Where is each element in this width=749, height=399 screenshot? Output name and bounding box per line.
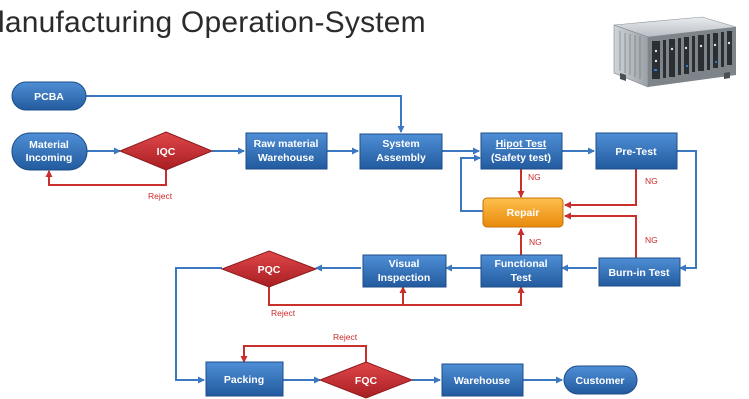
node-hipot-label-1: Hipot Test: [496, 138, 547, 150]
edge-pqc-reject: [268, 286, 525, 306]
node-burn-in-test: Burn-in Test: [598, 257, 681, 287]
node-visual-label-2: Inspection: [378, 272, 431, 284]
node-customer-label: Customer: [575, 375, 624, 387]
functional-ng-label: NG: [529, 237, 542, 247]
edge-repair-to-hipot: [460, 154, 483, 212]
node-material-incoming-label-1: Material: [29, 139, 69, 151]
node-packing: Packing: [205, 361, 284, 397]
pqc-reject-label: Reject: [271, 308, 296, 318]
edge-pretest-to-burnin: [677, 150, 697, 272]
node-system-assembly: System Assembly: [359, 133, 443, 170]
node-pqc: PQC: [220, 250, 318, 288]
node-material-incoming-label-2: Incoming: [26, 152, 73, 164]
node-visual-label-1: Visual: [389, 258, 420, 270]
node-functional-label-1: Functional: [494, 258, 547, 270]
edge-pqc-to-packing: [175, 267, 222, 384]
node-fqc-label: FQC: [355, 375, 378, 387]
node-pcba-label: PCBA: [34, 91, 64, 103]
node-material-incoming: Material Incoming: [11, 132, 88, 171]
edge-iqc-reject: [45, 170, 167, 186]
node-pqc-label: PQC: [258, 264, 281, 276]
node-functional-test: Functional Test: [480, 254, 563, 288]
node-fqc: FQC: [318, 361, 414, 399]
node-iqc: IQC: [118, 131, 214, 171]
node-iqc-label: IQC: [157, 146, 176, 158]
node-customer: Customer: [563, 365, 638, 395]
node-raw-material-label-1: Raw material: [254, 138, 319, 150]
edge-pcba-to-assembly: [86, 95, 405, 133]
edge-pretest-ng: [564, 169, 637, 209]
iqc-reject-label: Reject: [148, 191, 173, 201]
burnin-ng-label: NG: [645, 235, 658, 245]
node-warehouse-label: Warehouse: [454, 375, 510, 387]
node-burn-in-label: Burn-in Test: [608, 267, 670, 279]
node-functional-label-2: Test: [511, 272, 532, 284]
test-chassis-image: [613, 16, 737, 88]
pretest-ng-label: NG: [645, 176, 658, 186]
node-pre-test-label: Pre-Test: [615, 146, 657, 158]
node-system-assembly-label-1: System: [382, 138, 419, 150]
node-raw-material-warehouse: Raw material Warehouse: [245, 132, 328, 170]
node-pre-test: Pre-Test: [595, 132, 678, 170]
node-system-assembly-label-2: Assembly: [376, 152, 426, 164]
node-repair: Repair: [482, 197, 564, 228]
node-hipot-label-2: (Safety test): [491, 152, 551, 164]
edge-burnin-ng: [564, 212, 637, 258]
node-hipot-test: Hipot Test (Safety test): [480, 132, 563, 170]
fqc-reject-label: Reject: [333, 332, 358, 342]
page-title: lanufacturing Operation-System: [0, 6, 426, 39]
edge-fqc-reject: [240, 345, 367, 363]
node-raw-material-label-2: Warehouse: [258, 152, 314, 164]
node-repair-label: Repair: [507, 207, 540, 219]
node-warehouse: Warehouse: [441, 363, 524, 397]
node-pcba: PCBA: [11, 81, 87, 111]
node-visual-inspection: Visual Inspection: [362, 254, 447, 288]
node-packing-label: Packing: [224, 374, 264, 386]
hipot-ng-label: NG: [528, 172, 541, 182]
